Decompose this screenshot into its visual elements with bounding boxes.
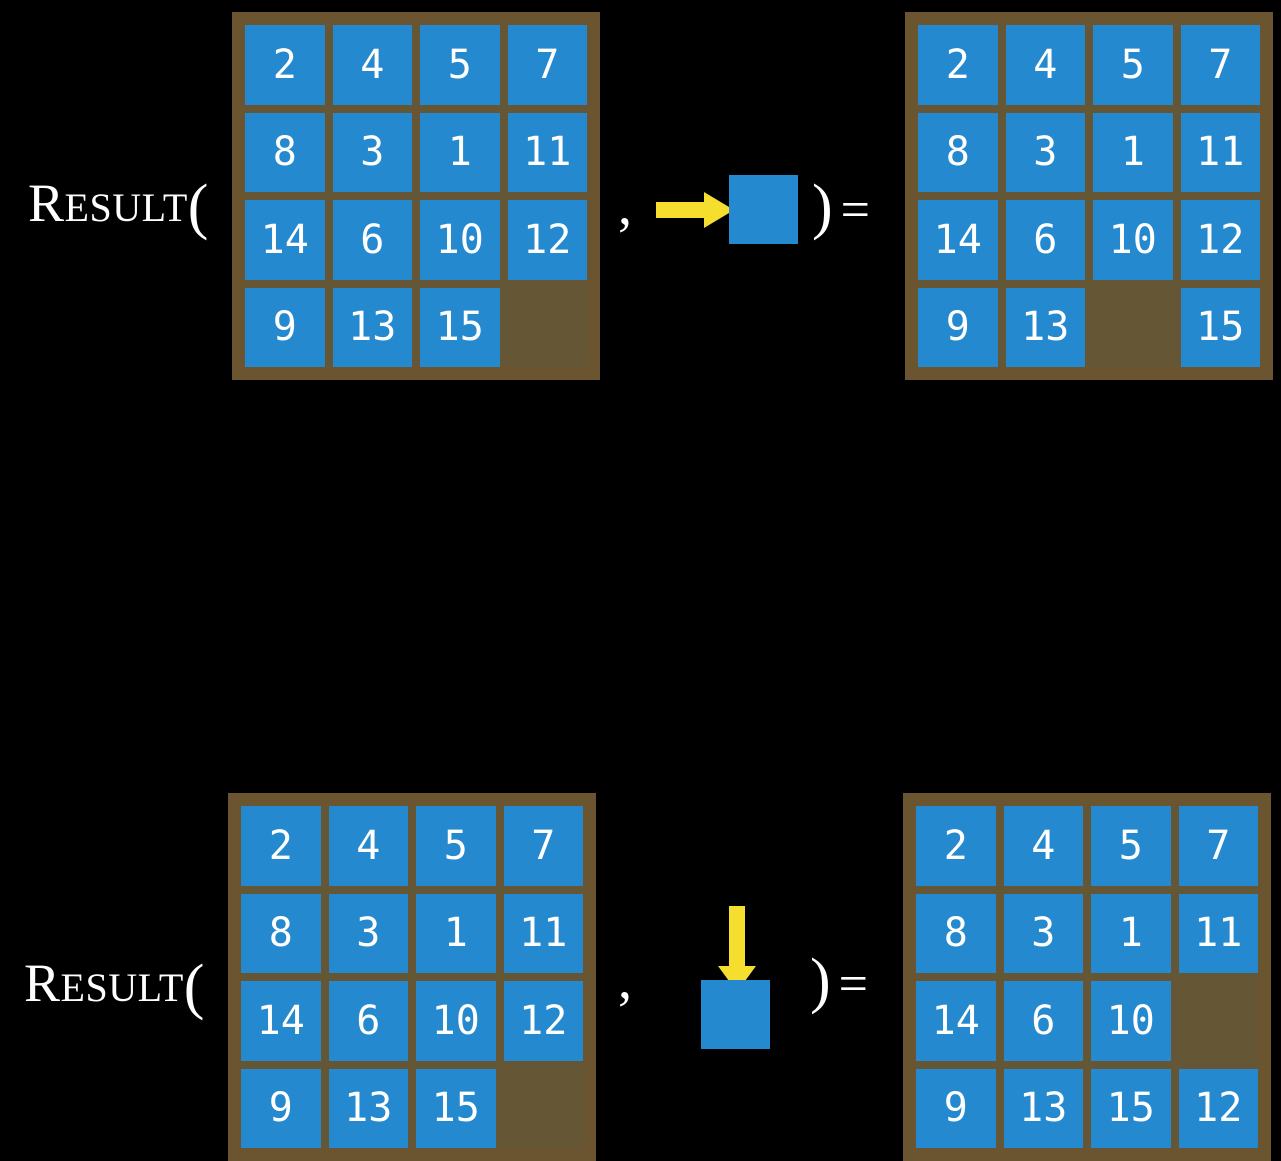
tile[interactable]: 7 bbox=[503, 806, 583, 886]
equals-sign: = bbox=[840, 182, 870, 239]
tile[interactable]: 6 bbox=[1003, 981, 1083, 1061]
puzzle-grid: 2 4 5 7 8 3 1 11 14 6 10 12 9 13 15 bbox=[918, 25, 1260, 367]
blank-cell bbox=[503, 1068, 583, 1148]
tile[interactable]: 2 bbox=[241, 806, 321, 886]
tile[interactable]: 15 bbox=[1091, 1068, 1171, 1148]
tile[interactable]: 1 bbox=[420, 112, 500, 192]
input-board-0[interactable]: 2 4 5 7 8 3 1 11 14 6 10 12 9 13 15 bbox=[232, 12, 600, 380]
blank-cell bbox=[1178, 981, 1258, 1061]
tile[interactable]: 11 bbox=[503, 893, 583, 973]
tile[interactable]: 12 bbox=[1180, 200, 1260, 280]
arrow-right-icon bbox=[656, 192, 734, 228]
tile[interactable]: 10 bbox=[1091, 981, 1171, 1061]
equation-row-1: RESULT( 2 4 5 7 8 3 1 11 14 6 10 12 9 13… bbox=[0, 390, 1281, 1161]
tile[interactable]: 9 bbox=[241, 1068, 321, 1148]
function-initial: R bbox=[28, 173, 65, 233]
tile[interactable]: 13 bbox=[1005, 287, 1085, 367]
tile[interactable]: 3 bbox=[328, 893, 408, 973]
tile[interactable]: 14 bbox=[245, 200, 325, 280]
move-operator-tile bbox=[729, 175, 798, 244]
puzzle-grid: 2 4 5 7 8 3 1 11 14 6 10 12 9 13 15 bbox=[245, 25, 587, 367]
output-board-1[interactable]: 2 4 5 7 8 3 1 11 14 6 10 9 13 15 12 bbox=[903, 793, 1271, 1161]
tile[interactable]: 1 bbox=[416, 893, 496, 973]
close-paren: ) bbox=[810, 947, 831, 1015]
tile[interactable]: 6 bbox=[332, 200, 412, 280]
tile[interactable]: 12 bbox=[1178, 1068, 1258, 1148]
tile[interactable]: 3 bbox=[332, 112, 412, 192]
tile[interactable]: 11 bbox=[507, 112, 587, 192]
tile[interactable]: 6 bbox=[328, 981, 408, 1061]
equals-sign: = bbox=[838, 956, 868, 1013]
tile[interactable]: 8 bbox=[918, 112, 998, 192]
argument-separator-comma: , bbox=[618, 949, 632, 1011]
function-rest: ESULT bbox=[60, 965, 184, 1010]
tile[interactable]: 5 bbox=[1093, 25, 1173, 105]
tile[interactable]: 6 bbox=[1005, 200, 1085, 280]
argument-separator-comma: , bbox=[618, 175, 632, 237]
close-and-equals-1: )= bbox=[810, 950, 868, 1012]
open-paren: ( bbox=[183, 953, 205, 1021]
tile[interactable]: 8 bbox=[241, 893, 321, 973]
tile[interactable]: 1 bbox=[1093, 112, 1173, 192]
tile[interactable]: 3 bbox=[1003, 893, 1083, 973]
result-function-label-1: RESULT( bbox=[24, 950, 205, 1018]
close-paren: ) bbox=[812, 173, 833, 241]
tile[interactable]: 14 bbox=[241, 981, 321, 1061]
tile[interactable]: 7 bbox=[507, 25, 587, 105]
tile[interactable]: 5 bbox=[1091, 806, 1171, 886]
equation-row-0: RESULT( 2 4 5 7 8 3 1 11 14 6 10 12 9 13… bbox=[0, 0, 1281, 390]
tile[interactable]: 8 bbox=[245, 112, 325, 192]
result-function-label-0: RESULT( bbox=[28, 170, 209, 238]
tile[interactable]: 4 bbox=[328, 806, 408, 886]
tile[interactable]: 7 bbox=[1180, 25, 1260, 105]
tile[interactable]: 13 bbox=[328, 1068, 408, 1148]
tile[interactable]: 9 bbox=[916, 1068, 996, 1148]
tile[interactable]: 11 bbox=[1180, 112, 1260, 192]
tile[interactable]: 2 bbox=[916, 806, 996, 886]
function-initial: R bbox=[24, 953, 61, 1013]
tile[interactable]: 14 bbox=[918, 200, 998, 280]
move-operator-tile bbox=[701, 980, 770, 1049]
tile[interactable]: 4 bbox=[1003, 806, 1083, 886]
tile[interactable]: 7 bbox=[1178, 806, 1258, 886]
puzzle-grid: 2 4 5 7 8 3 1 11 14 6 10 9 13 15 12 bbox=[916, 806, 1258, 1148]
tile[interactable]: 13 bbox=[332, 287, 412, 367]
close-and-equals-0: )= bbox=[812, 176, 870, 238]
output-board-0[interactable]: 2 4 5 7 8 3 1 11 14 6 10 12 9 13 15 bbox=[905, 12, 1273, 380]
blank-cell bbox=[1093, 287, 1173, 367]
tile[interactable]: 14 bbox=[916, 981, 996, 1061]
blank-cell bbox=[507, 287, 587, 367]
tile[interactable]: 9 bbox=[245, 287, 325, 367]
tile[interactable]: 12 bbox=[507, 200, 587, 280]
tile[interactable]: 4 bbox=[1005, 25, 1085, 105]
tile[interactable]: 2 bbox=[918, 25, 998, 105]
tile[interactable]: 13 bbox=[1003, 1068, 1083, 1148]
tile[interactable]: 10 bbox=[420, 200, 500, 280]
tile[interactable]: 4 bbox=[332, 25, 412, 105]
tile[interactable]: 10 bbox=[1093, 200, 1173, 280]
tile[interactable]: 1 bbox=[1091, 893, 1171, 973]
tile[interactable]: 11 bbox=[1178, 893, 1258, 973]
tile[interactable]: 15 bbox=[1180, 287, 1260, 367]
tile[interactable]: 15 bbox=[420, 287, 500, 367]
puzzle-grid: 2 4 5 7 8 3 1 11 14 6 10 12 9 13 15 bbox=[241, 806, 583, 1148]
tile[interactable]: 12 bbox=[503, 981, 583, 1061]
open-paren: ( bbox=[187, 173, 209, 241]
tile[interactable]: 9 bbox=[918, 287, 998, 367]
function-rest: ESULT bbox=[64, 185, 188, 230]
input-board-1[interactable]: 2 4 5 7 8 3 1 11 14 6 10 12 9 13 15 bbox=[228, 793, 596, 1161]
tile[interactable]: 5 bbox=[420, 25, 500, 105]
tile[interactable]: 2 bbox=[245, 25, 325, 105]
tile[interactable]: 10 bbox=[416, 981, 496, 1061]
tile[interactable]: 8 bbox=[916, 893, 996, 973]
tile[interactable]: 15 bbox=[416, 1068, 496, 1148]
tile[interactable]: 5 bbox=[416, 806, 496, 886]
tile[interactable]: 3 bbox=[1005, 112, 1085, 192]
